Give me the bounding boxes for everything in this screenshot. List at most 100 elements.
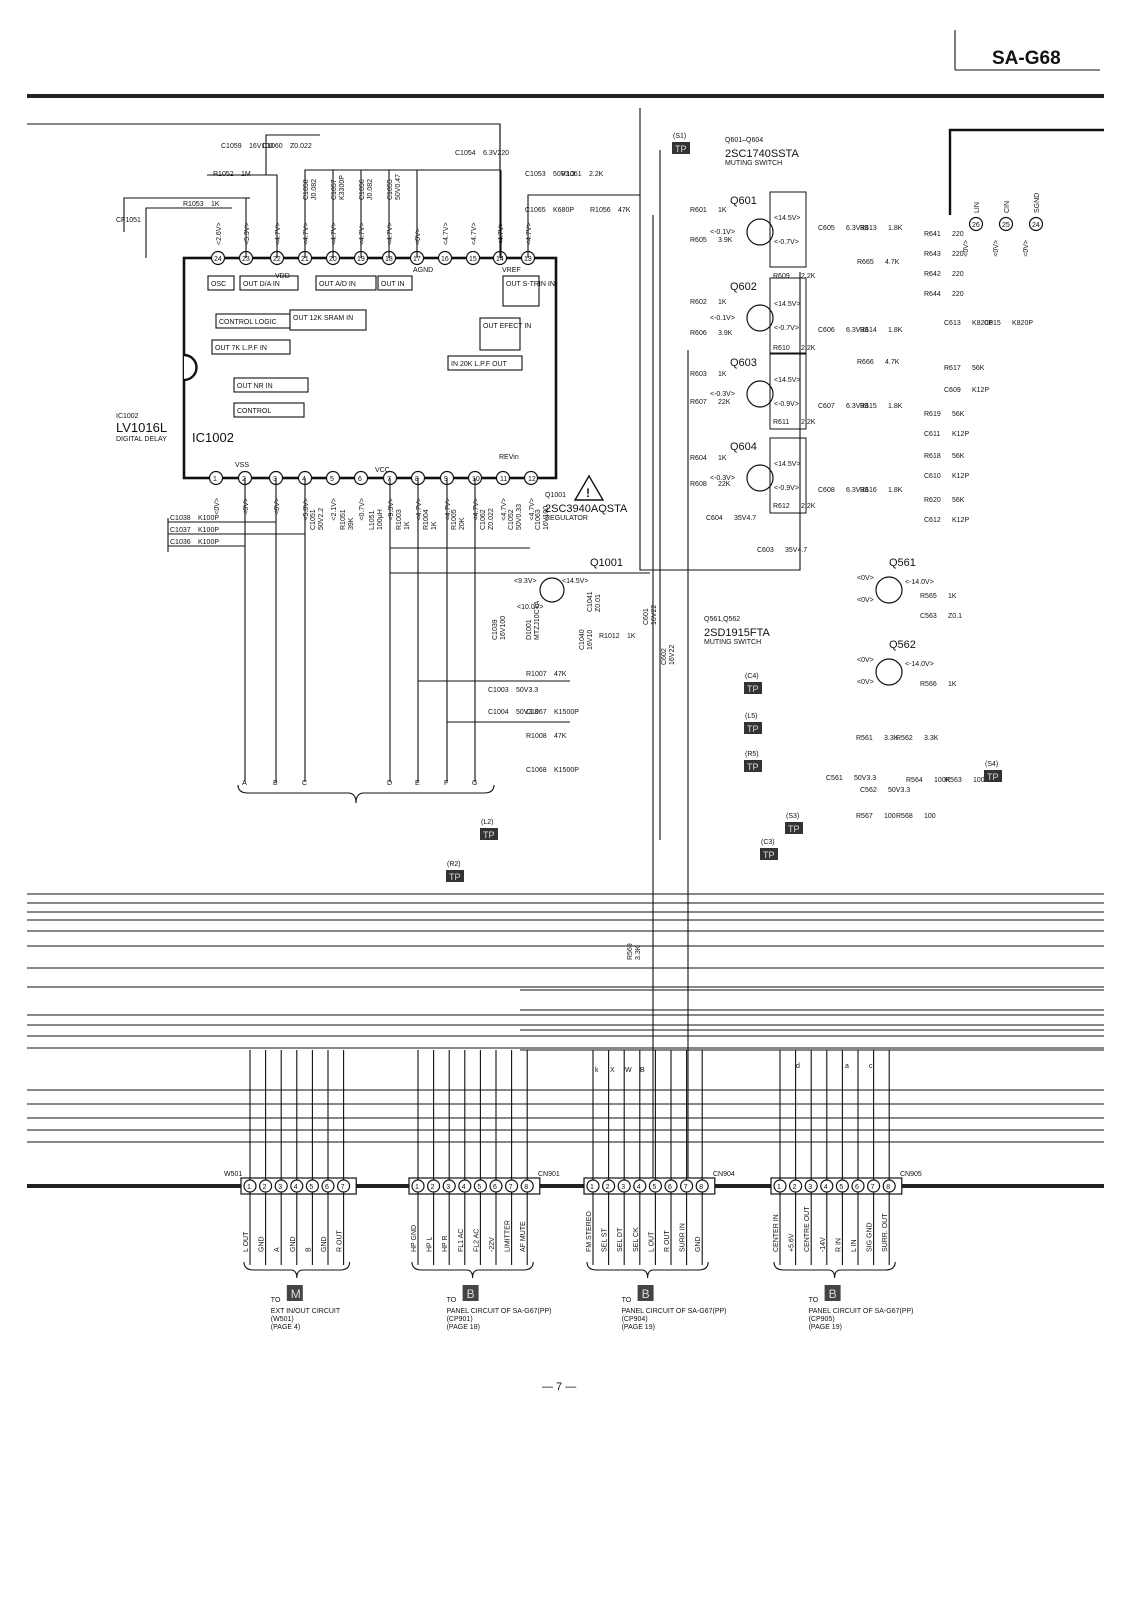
svg-text:C1068: C1068: [526, 767, 547, 774]
pin-number: 14: [496, 256, 504, 263]
svg-text:3: 3: [446, 1184, 450, 1191]
pin-label-vref: VREF: [502, 267, 521, 274]
svg-text:3: 3: [621, 1184, 625, 1191]
pin-number: 22: [273, 256, 281, 263]
svg-text:2: 2: [263, 1184, 267, 1191]
svg-text:16V100: 16V100: [500, 616, 507, 640]
svg-text:OUT EFECT IN: OUT EFECT IN: [483, 323, 531, 330]
dest-text: PANEL CIRCUIT OF SA-G67(PP): [622, 1308, 727, 1315]
svg-text:<-0.1V>: <-0.1V>: [710, 315, 735, 322]
svg-text:R617: R617: [944, 365, 961, 372]
connector-brace: [243, 1261, 351, 1279]
svg-text:AF MUTE: AF MUTE: [520, 1221, 527, 1252]
ic1002-pin-12: 12<4.7V>: [523, 470, 539, 521]
dest-text: PANEL CIRCUIT OF SA-G67(PP): [809, 1308, 914, 1315]
svg-text:3: 3: [808, 1184, 812, 1191]
dest-page: (PAGE 19): [622, 1324, 655, 1331]
svg-text:Q602: Q602: [730, 281, 757, 293]
svg-text:56K: 56K: [952, 497, 965, 504]
dest-page: (PAGE 19): [809, 1324, 842, 1331]
pin-number: 12: [528, 476, 536, 483]
svg-text:GND: GND: [321, 1236, 328, 1252]
svg-text:R1004: R1004: [423, 509, 430, 530]
svg-text:R1051: R1051: [340, 509, 347, 530]
pin-number: 23: [242, 256, 250, 263]
pin-voltage: <4.7V>: [387, 222, 394, 245]
pin-label-vss: VSS: [235, 462, 249, 469]
svg-text:K100P: K100P: [198, 539, 219, 546]
svg-text:<-0.3V>: <-0.3V>: [710, 391, 735, 398]
svg-text:6.3V220: 6.3V220: [483, 150, 509, 157]
connector-pin: 6L IN: [851, 1050, 865, 1265]
page-header: SA-G68: [27, 30, 1104, 98]
svg-text:K680P: K680P: [553, 207, 574, 214]
pin-label-agnd: AGND: [413, 267, 433, 274]
svg-text:<0V>: <0V>: [857, 679, 874, 686]
svg-text:R1007: R1007: [526, 671, 547, 678]
dest-text: PANEL CIRCUIT OF SA-G67(PP): [447, 1308, 552, 1315]
svg-text:24: 24: [1032, 222, 1040, 229]
connector-pin: 7R OUT: [337, 1050, 351, 1265]
svg-text:<0V>: <0V>: [857, 597, 874, 604]
svg-text:R567: R567: [856, 813, 873, 820]
svg-text:100μH: 100μH: [377, 509, 384, 530]
q1001-function: REGULATOR: [545, 515, 588, 522]
svg-text:R606: R606: [690, 330, 707, 337]
bus-letter-e: E: [415, 780, 420, 787]
svg-text:K100P: K100P: [198, 527, 219, 534]
svg-text:C1053: C1053: [525, 171, 546, 178]
svg-text:CONTROL LOGIC: CONTROL LOGIC: [219, 319, 277, 326]
svg-text:OUT 12K SRAM IN: OUT 12K SRAM IN: [293, 315, 353, 322]
svg-text:OUT 7K L.P.F IN: OUT 7K L.P.F IN: [215, 345, 267, 352]
svg-text:GND: GND: [259, 1236, 266, 1252]
svg-text:<0V>: <0V>: [963, 240, 970, 257]
bus-letter-f: F: [444, 780, 448, 787]
pin-number: 6: [358, 476, 362, 483]
svg-text:C562: C562: [860, 787, 877, 794]
dest-to: TO: [447, 1297, 457, 1304]
svg-text:1: 1: [415, 1184, 419, 1191]
svg-text:R563: R563: [945, 777, 962, 784]
dest-ref: (CP904): [622, 1316, 648, 1323]
bus-letter-b: B: [640, 1067, 645, 1074]
svg-text:CIN: CIN: [1004, 201, 1011, 213]
pin-number: 16: [441, 256, 449, 263]
svg-text:R615: R615: [860, 403, 877, 410]
pin-voltage: <0V>: [214, 498, 221, 515]
connector-ref: CN905: [900, 1171, 922, 1178]
pin-voltage: <5.0V>: [303, 498, 310, 521]
svg-text:HP GND: HP GND: [411, 1225, 418, 1252]
bus-brace-left: [237, 784, 495, 804]
svg-text:K1500P: K1500P: [554, 709, 579, 716]
svg-text:R565: R565: [920, 593, 937, 600]
svg-text:SEL DT: SEL DT: [617, 1227, 624, 1252]
q561-q562-function: MUTING SWITCH: [704, 639, 761, 646]
ic1002-pin-24: 24<2.6V>: [210, 222, 226, 266]
svg-text:CENTRE OUT: CENTRE OUT: [804, 1206, 811, 1252]
ic1002-pin-1: 1<0V>: [208, 470, 224, 515]
svg-text:(R2): (R2): [447, 861, 461, 868]
svg-text:CENTER IN: CENTER IN: [773, 1214, 780, 1252]
svg-text:100K: 100K: [973, 777, 990, 784]
connector-ref: CN904: [713, 1171, 735, 1178]
